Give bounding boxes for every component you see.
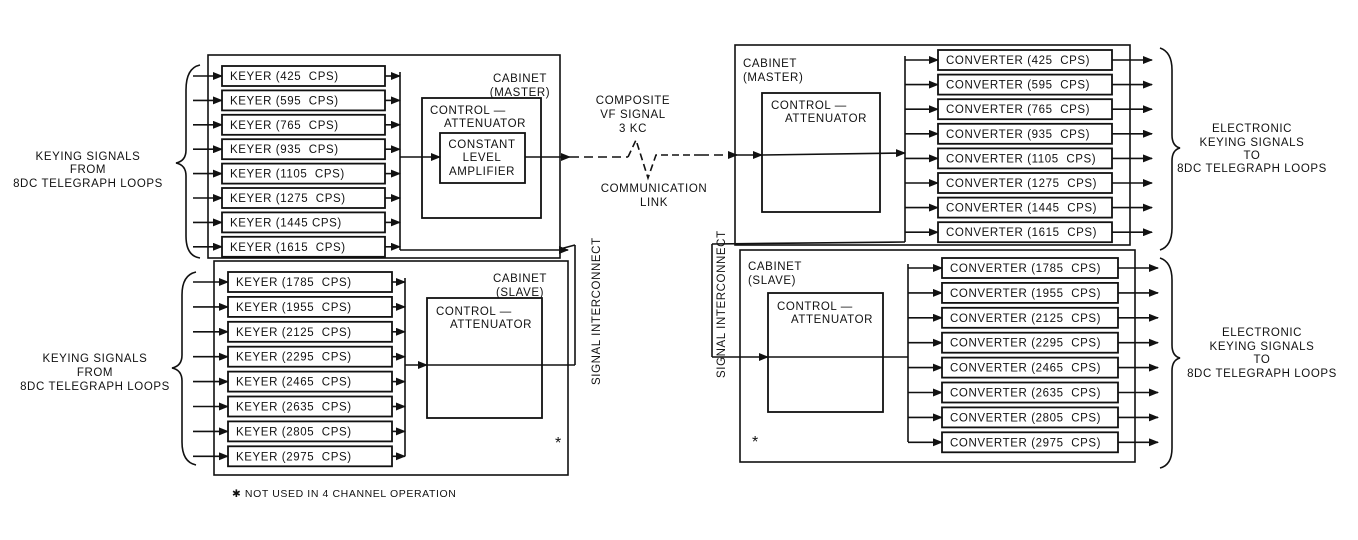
converter-label: CONVERTER (1955 CPS) bbox=[950, 288, 1101, 300]
converter-label: CONVERTER (2465 CPS) bbox=[950, 363, 1101, 375]
keyer-label: KEYER (1955 CPS) bbox=[236, 302, 352, 314]
keyer-label: KEYER (425 CPS) bbox=[230, 71, 339, 83]
keyer-label: KEYER (935 CPS) bbox=[230, 144, 339, 156]
left-slave-control-label: CONTROL —ATTENUATOR bbox=[436, 306, 532, 331]
converter-label: CONVERTER (1615 CPS) bbox=[946, 227, 1097, 239]
converter-label: CONVERTER (2635 CPS) bbox=[950, 388, 1101, 400]
right-slave-control-label: CONTROL —ATTENUATOR bbox=[777, 301, 873, 326]
right-master-cabinet-label: CABINET(MASTER) bbox=[743, 58, 803, 84]
converter-label: CONVERTER (2975 CPS) bbox=[950, 437, 1101, 449]
keyer-label: KEYER (1785 CPS) bbox=[236, 277, 352, 289]
right-slave-control-attenuator bbox=[767, 292, 884, 413]
converter-label: CONVERTER (935 CPS) bbox=[946, 129, 1090, 141]
keyer-label: KEYER (595 CPS) bbox=[230, 95, 339, 107]
converter-label: CONVERTER (2295 CPS) bbox=[950, 338, 1101, 350]
converter-label: CONVERTER (765 CPS) bbox=[946, 104, 1090, 116]
left-interconnect-label: SIGNAL INTERCONNECT bbox=[591, 237, 603, 385]
converter-label: CONVERTER (1785 CPS) bbox=[950, 263, 1101, 275]
right-master-control-label: CONTROL —ATTENUATOR bbox=[771, 100, 867, 125]
constant-level-amplifier bbox=[439, 132, 526, 184]
converter-label: CONVERTER (2805 CPS) bbox=[950, 412, 1101, 424]
converter-label: CONVERTER (1275 CPS) bbox=[946, 178, 1097, 190]
left-master-control-label: CONTROL —ATTENUATOR bbox=[430, 105, 526, 130]
right-slave-asterisk: * bbox=[752, 434, 759, 451]
converter-label: CONVERTER (2125 CPS) bbox=[950, 313, 1101, 325]
keyer-label: KEYER (1105 CPS) bbox=[230, 169, 345, 181]
converter-label: CONVERTER (425 CPS) bbox=[946, 55, 1090, 67]
right-master-control-attenuator bbox=[761, 92, 881, 213]
left-slave-cabinet-label: CABINET(SLAVE) bbox=[493, 273, 547, 299]
right-slave-cabinet bbox=[739, 249, 1136, 463]
right-interconnect-label: SIGNAL INTERCONNECT bbox=[716, 230, 728, 378]
keyer-label: KEYER (1275 CPS) bbox=[230, 193, 346, 205]
converter-label: CONVERTER (1105 CPS) bbox=[946, 153, 1096, 165]
left-master-cabinet-label: CABINET(MASTER) bbox=[490, 73, 550, 99]
converter-label: CONVERTER (1445 CPS) bbox=[946, 203, 1097, 215]
keyer-label: KEYER (1615 CPS) bbox=[230, 242, 346, 254]
left-slave-cabinet bbox=[213, 260, 569, 476]
keyer-label: KEYER (2635 CPS) bbox=[236, 402, 352, 414]
keyer-label: KEYER (2295 CPS) bbox=[236, 352, 352, 364]
left-slave-asterisk: * bbox=[555, 435, 562, 452]
keyer-label: KEYER (1445 CPS) bbox=[230, 217, 342, 229]
keyer-label: KEYER (2805 CPS) bbox=[236, 426, 352, 438]
footnote: ✱ NOT USED IN 4 CHANNEL OPERATION bbox=[232, 488, 456, 500]
right-slave-cabinet-label: CABINET(SLAVE) bbox=[748, 261, 802, 287]
keyer-label: KEYER (765 CPS) bbox=[230, 120, 339, 132]
keyer-label: KEYER (2465 CPS) bbox=[236, 377, 352, 389]
converter-label: CONVERTER (595 CPS) bbox=[946, 80, 1090, 92]
left-slave-control-attenuator bbox=[426, 297, 543, 419]
keyer-label: KEYER (2975 CPS) bbox=[236, 451, 352, 463]
keyer-label: KEYER (2125 CPS) bbox=[236, 327, 352, 339]
right-master-cabinet bbox=[734, 44, 1131, 246]
